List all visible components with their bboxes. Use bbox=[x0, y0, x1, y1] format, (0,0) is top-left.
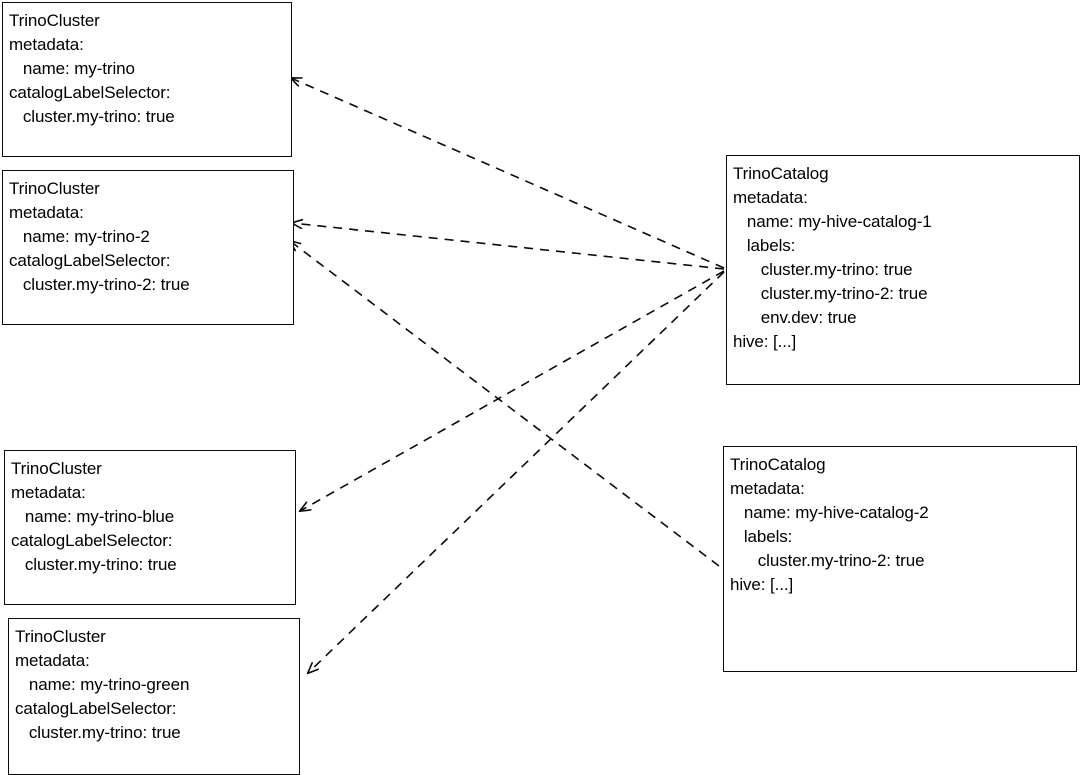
node-trinocluster-my-trino-green[interactable]: TrinoCluster metadata: name: my-trino-gre… bbox=[8, 618, 300, 775]
node-text-line: cluster.my-trino-2: true bbox=[733, 284, 928, 303]
edge-catalog1-to-my-trino-blue bbox=[300, 270, 725, 511]
node-trinocatalog-my-hive-catalog-1[interactable]: TrinoCatalog metadata: name: my-hive-cata… bbox=[726, 155, 1080, 385]
node-trinocluster-my-trino-blue[interactable]: TrinoCluster metadata: name: my-trino-blu… bbox=[4, 450, 296, 605]
node-trinocatalog-my-hive-catalog-2[interactable]: TrinoCatalog metadata: name: my-hive-cata… bbox=[723, 446, 1077, 672]
node-text-line: labels: bbox=[730, 527, 793, 546]
node-trinocluster-my-trino[interactable]: TrinoCluster metadata: name: my-trino cata… bbox=[2, 2, 292, 157]
node-text-line: name: my-trino bbox=[9, 59, 135, 78]
node-trinocluster-my-trino-2[interactable]: TrinoCluster metadata: name: my-trino-2 ca… bbox=[2, 170, 294, 325]
node-text-line: metadata: bbox=[733, 188, 808, 207]
node-text-line: catalogLabelSelector: bbox=[11, 531, 173, 550]
node-text-line: name: my-hive-catalog-1 bbox=[733, 212, 932, 231]
node-text-line: cluster.my-trino: true bbox=[15, 723, 181, 742]
node-text-line: metadata: bbox=[11, 483, 86, 502]
node-kind-label: TrinoCluster bbox=[15, 627, 106, 646]
edge-catalog1-to-my-trino-green bbox=[308, 271, 725, 673]
node-text-line: cluster.my-trino-2: true bbox=[9, 275, 190, 294]
node-text-line: metadata: bbox=[9, 35, 84, 54]
node-text-line: cluster.my-trino: true bbox=[11, 555, 177, 574]
node-text-line: catalogLabelSelector: bbox=[9, 251, 171, 270]
node-text-line: hive: [...] bbox=[733, 332, 797, 351]
node-text-line: name: my-hive-catalog-2 bbox=[730, 503, 929, 522]
node-kind-label: TrinoCatalog bbox=[730, 455, 826, 474]
node-text-line: name: my-trino-2 bbox=[9, 227, 150, 246]
node-kind-label: TrinoCluster bbox=[11, 459, 102, 478]
node-kind-label: TrinoCluster bbox=[9, 11, 100, 30]
edge-catalog1-to-my-trino bbox=[291, 78, 725, 269]
edge-catalog1-to-my-trino-2 bbox=[292, 223, 725, 270]
node-text-line: metadata: bbox=[9, 203, 84, 222]
node-text-line: hive: [...] bbox=[730, 575, 794, 594]
node-text-line: env.dev: true bbox=[733, 308, 857, 327]
node-text-line: cluster.my-trino: true bbox=[9, 107, 175, 126]
node-text-line: cluster.my-trino: true bbox=[733, 260, 913, 279]
node-text-line: metadata: bbox=[15, 651, 90, 670]
node-kind-label: TrinoCluster bbox=[9, 179, 100, 198]
edge-group bbox=[290, 78, 725, 673]
node-text-line: name: my-trino-blue bbox=[11, 507, 175, 526]
node-text-line: name: my-trino-green bbox=[15, 675, 190, 694]
node-kind-label: TrinoCatalog bbox=[733, 164, 829, 183]
node-text-line: labels: bbox=[733, 236, 796, 255]
node-text-line: catalogLabelSelector: bbox=[9, 83, 171, 102]
node-text-line: cluster.my-trino-2: true bbox=[730, 551, 925, 570]
node-text-line: metadata: bbox=[730, 479, 805, 498]
edge-catalog2-to-my-trino-2 bbox=[290, 241, 720, 567]
node-text-line: catalogLabelSelector: bbox=[15, 699, 177, 718]
